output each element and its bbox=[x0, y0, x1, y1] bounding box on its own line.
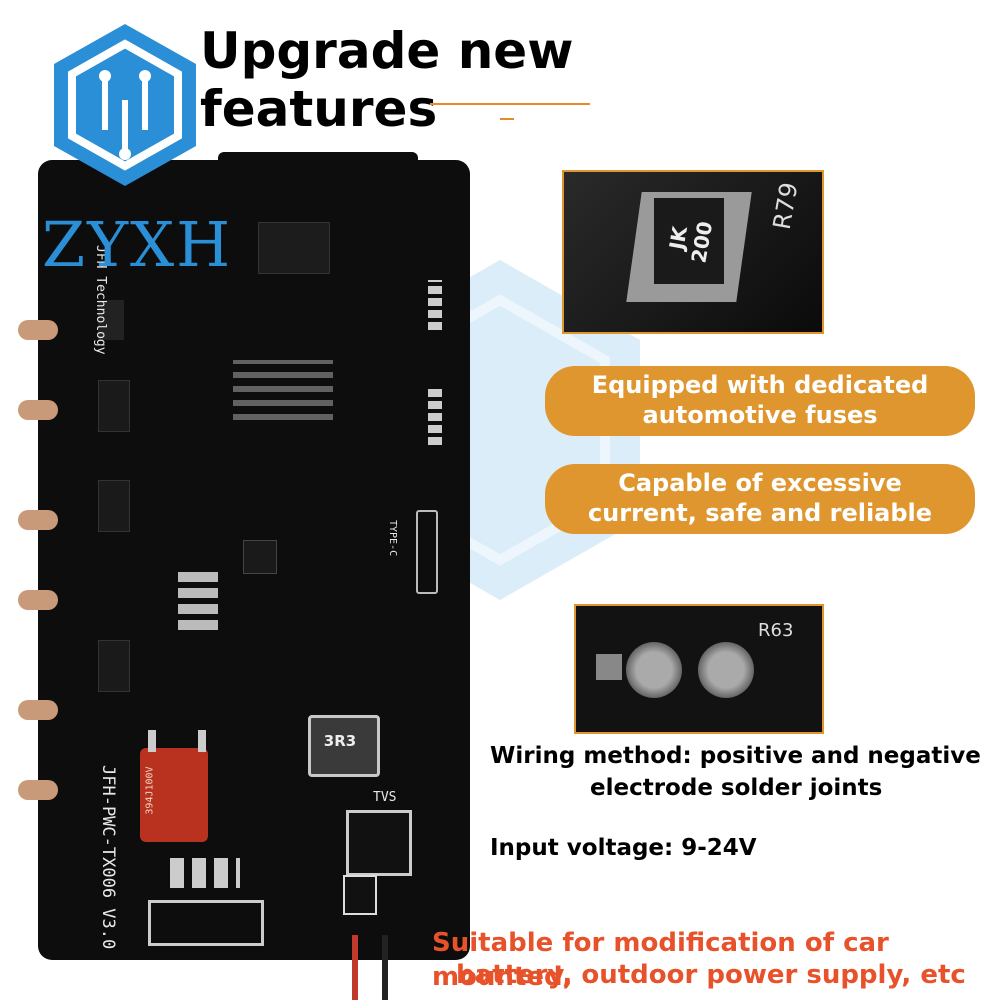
red-wire bbox=[352, 935, 358, 1000]
inductor-label: 3R3 bbox=[323, 732, 357, 750]
feature-current-line2: current, safe and reliable bbox=[587, 499, 933, 527]
brand-logo-text: ZYXH bbox=[42, 208, 233, 281]
feature-current-pill: Capable of excessive current, safe and r… bbox=[545, 464, 975, 534]
board-port: TYPE-C bbox=[387, 520, 398, 557]
fuse-closeup-photo: JK 200 R79 bbox=[562, 170, 824, 334]
wiring-line2: electrode solder joints bbox=[590, 775, 883, 801]
black-wire bbox=[382, 935, 388, 1000]
brand-logo-icon bbox=[54, 24, 196, 186]
input-voltage: Input voltage: 9-24V bbox=[490, 835, 757, 861]
title-dash bbox=[500, 118, 514, 120]
feature-fuses-line2: automotive fuses bbox=[642, 401, 878, 429]
wiring-line1: Wiring method: positive and negative bbox=[490, 743, 981, 769]
side-terminals bbox=[18, 320, 58, 810]
suitable-line1: Suitable for modification of car mounted… bbox=[432, 928, 889, 992]
feature-fuses-line1: Equipped with dedicated bbox=[591, 371, 929, 399]
feature-current-line1: Capable of excessive bbox=[618, 469, 902, 497]
capacitor-label: 394J100V bbox=[144, 766, 156, 815]
red-capacitor bbox=[140, 748, 208, 842]
page-title: Upgrade new features bbox=[200, 22, 574, 138]
solder-joint-photo: R63 bbox=[574, 604, 824, 734]
pcb-board: 3R3 TVS 394J100V JFH Technology JFH-PWC-… bbox=[38, 152, 470, 960]
title-underline bbox=[430, 103, 590, 105]
feature-fuses-pill: Equipped with dedicated automotive fuses bbox=[545, 366, 975, 436]
fuse-code: JK 200 bbox=[664, 219, 718, 265]
suitable-line2: battery, outdoor power supply, etc bbox=[456, 960, 966, 990]
tvs-label: TVS bbox=[373, 790, 397, 805]
joint-ref: R63 bbox=[758, 620, 794, 641]
board-model: JFH-PWC-TX006 V3.0 bbox=[98, 765, 118, 950]
